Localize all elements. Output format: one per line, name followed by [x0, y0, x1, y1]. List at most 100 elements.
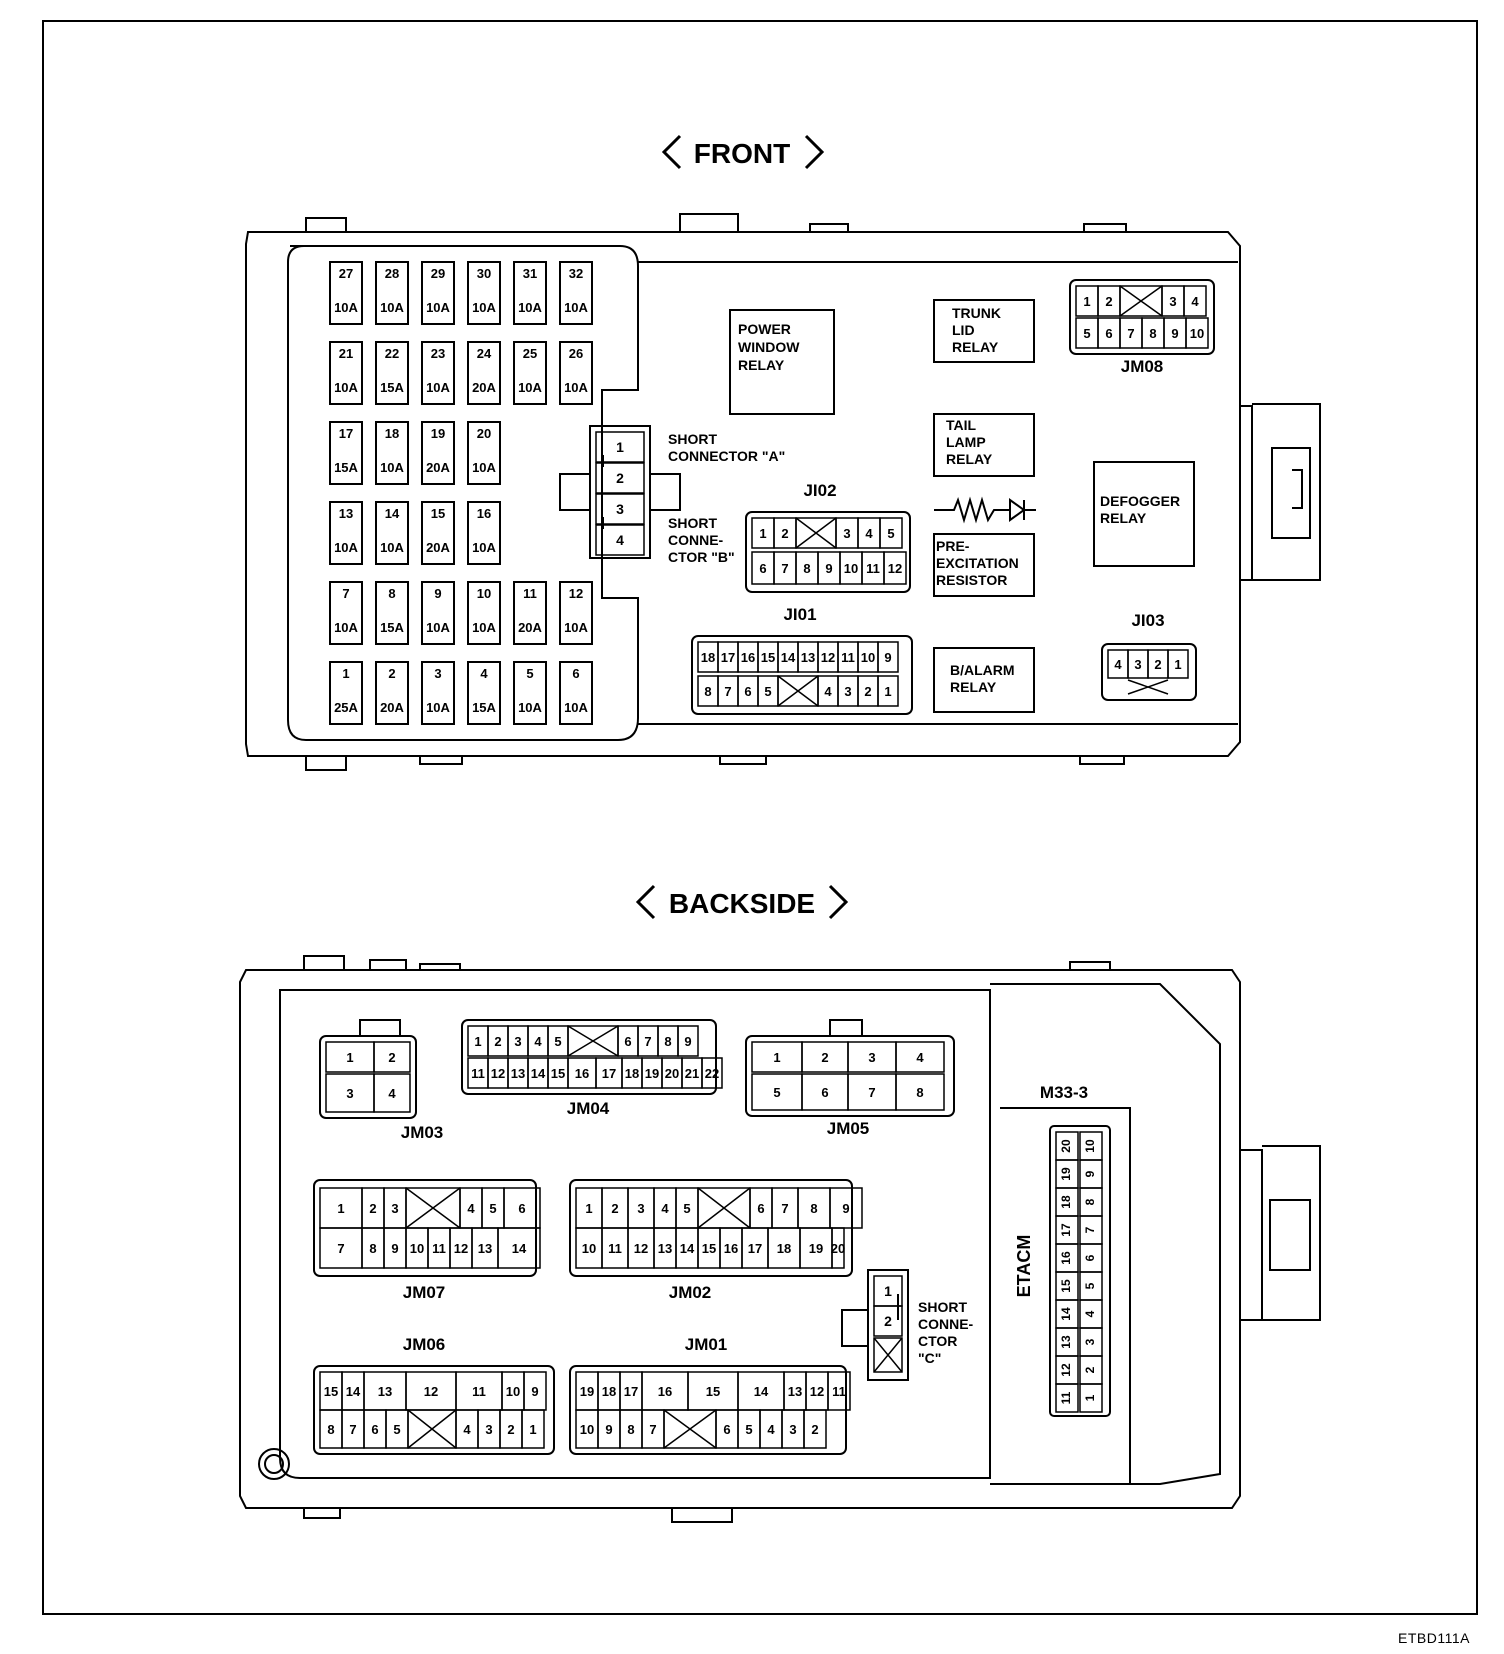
fuse-number: 5	[526, 666, 533, 681]
pin-number: 10	[580, 1422, 594, 1437]
pre-excitation-resistor-label-line: RESISTOR	[936, 572, 1007, 588]
pin-number: 6	[1105, 326, 1112, 341]
connector-jm07-label: JM07	[403, 1283, 446, 1302]
power-window-relay-label-line: WINDOW	[738, 339, 800, 355]
fuse-rating: 10A	[472, 620, 496, 635]
fuse-rating: 10A	[380, 300, 404, 315]
fuse-body	[467, 581, 501, 645]
pin-number: 13	[511, 1066, 525, 1081]
fuse-number: 15	[431, 506, 445, 521]
front-bottom-tab-left	[305, 756, 347, 771]
pin-cell	[1183, 285, 1207, 317]
front-top-clip	[679, 213, 739, 232]
fuse-number: 21	[339, 346, 353, 361]
pin-number: 19	[645, 1066, 659, 1081]
trunk-lid-relay-label-line: RELAY	[952, 339, 999, 355]
pin-number: 2	[821, 1050, 828, 1065]
connector-jm06-label: JM06	[403, 1335, 446, 1354]
pin-cell	[373, 1041, 411, 1073]
backside-bottom-tab	[303, 1508, 341, 1519]
fuse-body	[559, 341, 593, 405]
jm05-latch	[829, 1019, 863, 1036]
pin-number: 19	[580, 1384, 594, 1399]
pin-number: 9	[531, 1384, 538, 1399]
pin-number: 7	[781, 1201, 788, 1216]
fuse-rating: 10A	[334, 620, 358, 635]
pin-number: 7	[781, 561, 788, 576]
pin-number: 1	[759, 526, 766, 541]
pre-excitation-resistor-label-line: PRE-	[936, 538, 970, 554]
pin-number: 7	[868, 1085, 875, 1100]
pin-number: 5	[1083, 1282, 1097, 1289]
pin-number: 11	[432, 1241, 446, 1256]
fuse-number: 11	[523, 586, 537, 601]
pin-number: 3	[346, 1086, 353, 1101]
pin-number: 1	[1174, 657, 1181, 672]
connector-jm03-shell	[319, 1035, 417, 1119]
pin-cell	[879, 517, 903, 549]
pin-cell	[521, 1409, 545, 1449]
short-connector-c-label: SHORT	[918, 1299, 967, 1315]
pin-number: 20	[831, 1241, 845, 1256]
pin-number: 9	[842, 1201, 849, 1216]
fuse-body	[421, 661, 455, 725]
pin-cell	[497, 1227, 541, 1269]
pin-number: 2	[611, 1201, 618, 1216]
connector-jm05-label: JM05	[827, 1119, 870, 1138]
fuse-rating: 20A	[426, 460, 450, 475]
pin-cell	[883, 551, 907, 585]
pin-number: 1	[346, 1050, 353, 1065]
diagram-frame	[42, 20, 1478, 1615]
pin-number: 6	[371, 1422, 378, 1437]
pin-number: 10	[506, 1384, 520, 1399]
pin-number: 4	[388, 1086, 396, 1101]
short-connector-c-label: CTOR	[918, 1333, 957, 1349]
pin-number: 5	[683, 1201, 690, 1216]
pin-number: 7	[1127, 326, 1134, 341]
front-bottom-tab	[419, 756, 463, 765]
short-connector-b-label: CONNE-	[668, 532, 724, 548]
front-bottom-tab-right	[1079, 756, 1125, 765]
pin-number: 4	[824, 684, 832, 699]
pin-number: 17	[748, 1241, 762, 1256]
pin-cell	[803, 1409, 827, 1449]
defogger-relay-label-line: RELAY	[1100, 510, 1147, 526]
short-connector-c-label: "C"	[918, 1350, 941, 1366]
pin-cell	[829, 1187, 863, 1229]
fuse-body	[329, 581, 363, 645]
pin-number: 6	[1083, 1254, 1097, 1261]
pin-number: 9	[391, 1241, 398, 1256]
pin-number: 12	[424, 1384, 438, 1399]
pin-number: 1	[773, 1050, 780, 1065]
pin-number: 2	[616, 470, 624, 486]
backside-bottom-clip	[671, 1508, 733, 1523]
pin-number: 16	[724, 1241, 738, 1256]
fuse-rating: 10A	[334, 300, 358, 315]
pin-number: 3	[1083, 1338, 1097, 1345]
pin-number: 2	[1105, 294, 1112, 309]
pin-number: 9	[1171, 326, 1178, 341]
pin-number: 1	[884, 684, 891, 699]
pin-number: 10	[844, 561, 858, 576]
pin-number: 6	[759, 561, 766, 576]
pin-number: 14	[512, 1241, 527, 1256]
pin-cell	[831, 1227, 845, 1269]
backside-side-connector	[1240, 1145, 1321, 1321]
pin-number: 11	[841, 650, 855, 665]
pin-cell	[877, 641, 899, 673]
pin-number: 7	[1083, 1226, 1097, 1233]
b-alarm-relay-label-line: RELAY	[950, 679, 997, 695]
